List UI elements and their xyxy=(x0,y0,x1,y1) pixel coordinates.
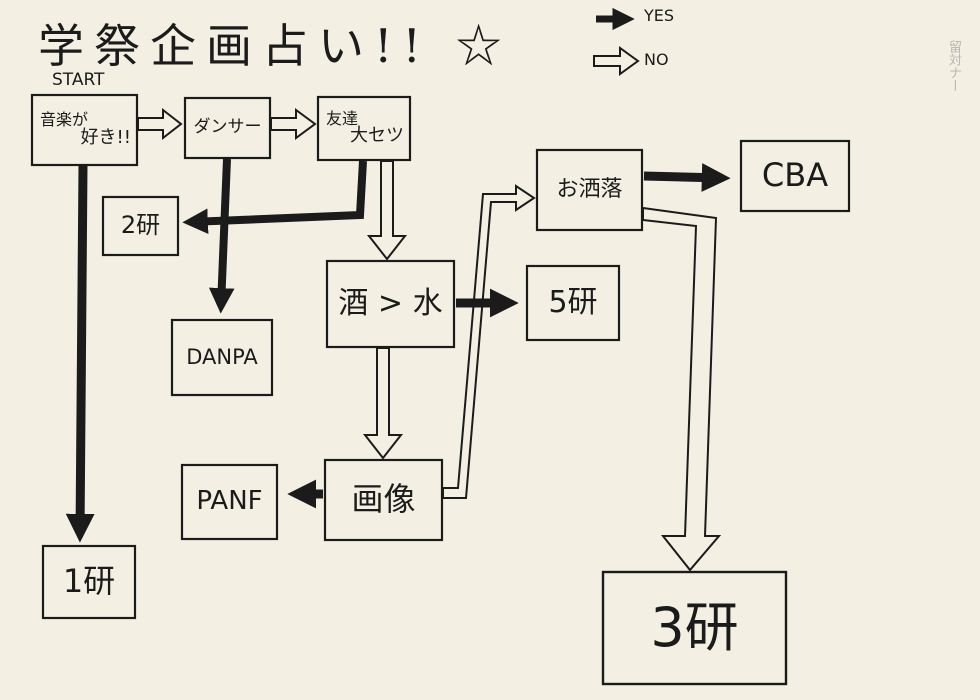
node-lab5: 5研 xyxy=(548,285,598,321)
node-lab1: 1研 xyxy=(62,562,116,601)
node-friends-line1: 友達 xyxy=(326,108,359,128)
arrow-no-friends-to-sake xyxy=(366,160,408,261)
arrow-no-music-to-dancer xyxy=(137,107,183,141)
node-box-fashion xyxy=(535,148,644,232)
start-label: START xyxy=(52,70,105,90)
node-lab3: 3研 xyxy=(650,595,739,659)
node-box-lab3 xyxy=(601,570,788,686)
node-music-line2: 好き!! xyxy=(80,126,131,148)
node-music: 音楽が 好き!! xyxy=(32,95,137,165)
node-box-friends xyxy=(316,95,412,162)
arrow-no-image-to-fashion xyxy=(442,184,536,499)
arrow-no-sake-to-image xyxy=(362,347,404,460)
node-lab2: 2研 xyxy=(120,211,161,240)
node-box-lab2 xyxy=(101,195,180,257)
node-sake-water: 酒 > 水 xyxy=(338,286,443,322)
node-box-image xyxy=(323,458,444,542)
node-danpa: DANPA xyxy=(186,345,258,370)
legend-no-label: NO xyxy=(644,50,669,69)
arrow-no-dancer-to-friends xyxy=(270,108,317,140)
node-box-lab5 xyxy=(525,264,621,342)
node-friends-line2: 大セツ xyxy=(350,125,404,147)
legend-yes-label: YES xyxy=(644,6,675,25)
arrow-no-fashion-to-lab3 xyxy=(642,206,722,572)
arrow-yes-music-to-lab1 xyxy=(65,165,95,543)
node-box-danpa xyxy=(170,318,274,397)
legend-no-arrow xyxy=(593,46,640,76)
node-fashion: お洒落 xyxy=(556,177,623,203)
node-box-panf xyxy=(180,463,279,541)
arrow-yes-friends-to-lab2 xyxy=(182,160,367,235)
node-dancer: ダンサー xyxy=(193,117,262,138)
node-cba: CBA xyxy=(761,156,829,195)
arrow-yes-fashion-to-cba xyxy=(643,163,731,192)
node-box-lab1 xyxy=(41,544,137,620)
node-box-cba xyxy=(739,139,851,213)
node-panf: PANF xyxy=(196,486,263,517)
node-box-sake-water xyxy=(325,259,456,349)
node-image: 画像 xyxy=(351,480,416,519)
node-music-line1: 音楽が xyxy=(40,110,89,130)
margin-note: 留対ナー xyxy=(946,40,961,92)
page-title: 学祭企画占い!! ☆ xyxy=(38,19,512,73)
node-friends: 友達 大セツ xyxy=(318,97,410,160)
arrow-yes-dancer-to-danpa xyxy=(208,158,235,314)
